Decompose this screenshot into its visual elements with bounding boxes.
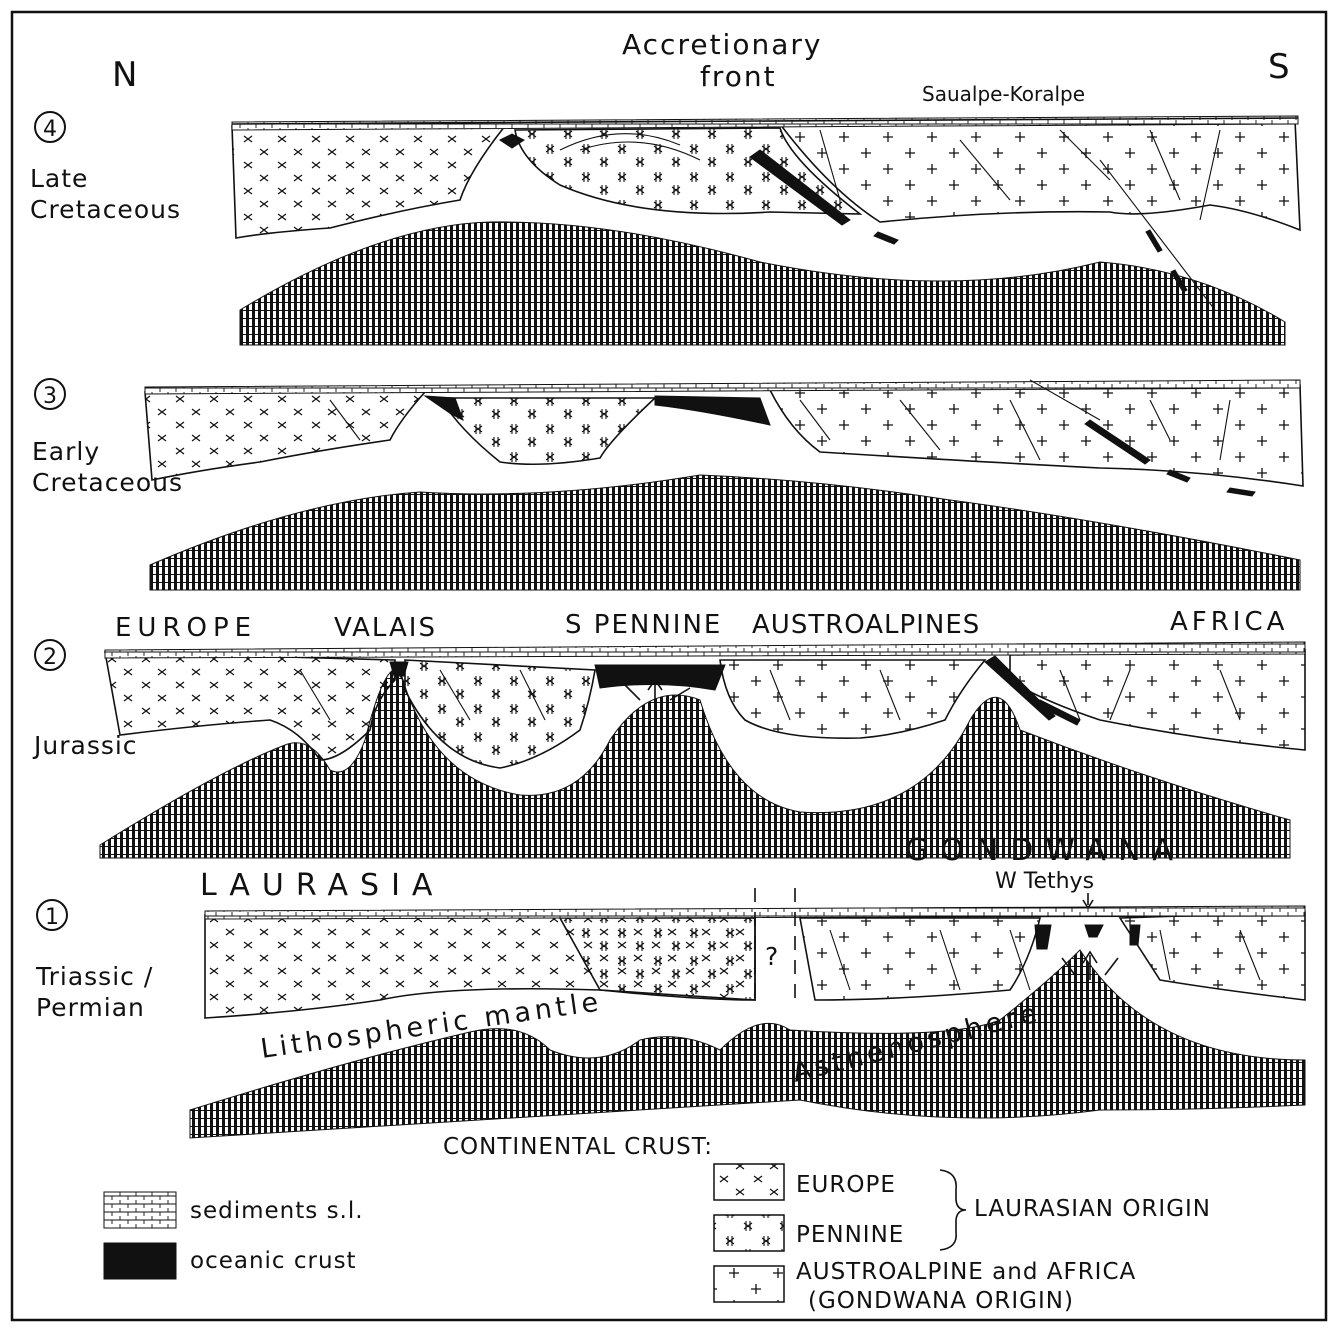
legend-continental-crust-heading: CONTINENTAL CRUST: — [443, 1134, 713, 1160]
stage-4-label-2: Cretaceous — [30, 195, 181, 224]
stage-3-asthenosphere — [150, 475, 1300, 590]
stage-1-number: 1 — [45, 905, 59, 930]
stage-1-gondwana-crust-west — [800, 918, 1040, 1000]
legend-sediments-label: sediments s.l. — [190, 1198, 364, 1224]
w-tethys-label: W Tethys — [995, 869, 1094, 894]
legend-sediments-swatch — [104, 1192, 176, 1228]
south-label: S — [1268, 47, 1290, 87]
legend-laurasian-brace — [940, 1170, 966, 1250]
w-tethys-arrow — [1083, 893, 1093, 908]
question-mark: ? — [765, 942, 779, 971]
region-valais-label: VALAIS — [334, 613, 437, 643]
stage-1-label-2: Permian — [36, 993, 145, 1022]
stage-3-valais-crust — [440, 398, 655, 464]
legend: CONTINENTAL CRUST: sediments s.l. oceani… — [104, 1134, 1211, 1314]
legend-oceanic-crust-swatch — [104, 1243, 176, 1279]
stage-1-gondwana-crust-east — [1120, 912, 1305, 1000]
legend-pennine-label: PENNINE — [796, 1222, 904, 1248]
legend-oceanic-crust-label: oceanic crust — [190, 1248, 357, 1274]
region-s-pennine-label: S PENNINE — [565, 610, 722, 640]
stage-2-section: 2 Jurassic EUROPE VALAIS S PENNINE AUSTR… — [32, 607, 1305, 858]
legend-pennine-swatch — [714, 1215, 784, 1251]
accretionary-front-label-2: front — [700, 60, 777, 93]
saualpe-koralpe-label: Saualpe-Koralpe — [922, 82, 1085, 106]
stage-4-label-1: Late — [30, 164, 88, 193]
stage-4-asthenosphere — [240, 222, 1285, 345]
region-europe-label: EUROPE — [115, 613, 257, 643]
accretionary-front-label-1: Accretionary — [622, 28, 822, 61]
region-austroalpines-label: AUSTROALPINES — [752, 610, 980, 640]
legend-gondwana-origin-label: (GONDWANA ORIGIN) — [808, 1288, 1074, 1314]
legend-austroalpine-swatch — [714, 1266, 784, 1302]
stage-3-oceanic-slab-2 — [655, 396, 770, 425]
legend-europe-label: EUROPE — [796, 1172, 896, 1198]
stage-2-number: 2 — [43, 645, 57, 670]
stage-1-label-1: Triassic / — [35, 962, 153, 991]
legend-laurasian-origin-label: LAURASIAN ORIGIN — [974, 1196, 1211, 1222]
north-label: N — [112, 55, 137, 95]
stage-2-europe-crust — [105, 652, 395, 760]
stage-1-section: GONDWANA LAURASIA W Tethys 1 Triassic / … — [35, 833, 1305, 1138]
stage-2-austroalpine-crust — [720, 660, 985, 738]
legend-austroalpine-africa-label: AUSTROALPINE and AFRICA — [796, 1259, 1136, 1285]
stage-3-europe-crust — [145, 392, 425, 480]
stage-1-oceanic-tethys — [1035, 925, 1140, 949]
stage-3-austroalpine-crust — [770, 385, 1303, 486]
stage-3-label-1: Early — [32, 437, 100, 466]
stage-4-europe-crust — [232, 126, 505, 238]
stage-3-section: 3 Early Cretaceous — [32, 379, 1303, 590]
legend-europe-swatch — [714, 1164, 784, 1200]
stage-4-number: 4 — [43, 117, 57, 142]
region-africa-label: AFRICA — [1170, 607, 1288, 637]
laurasia-label: LAURASIA — [200, 868, 444, 903]
stage-4-section: 4 Late Cretaceous — [30, 112, 1300, 345]
stage-2-africa-crust — [1010, 650, 1305, 750]
stage-3-number: 3 — [43, 384, 57, 409]
gondwana-label: GONDWANA — [905, 833, 1185, 868]
